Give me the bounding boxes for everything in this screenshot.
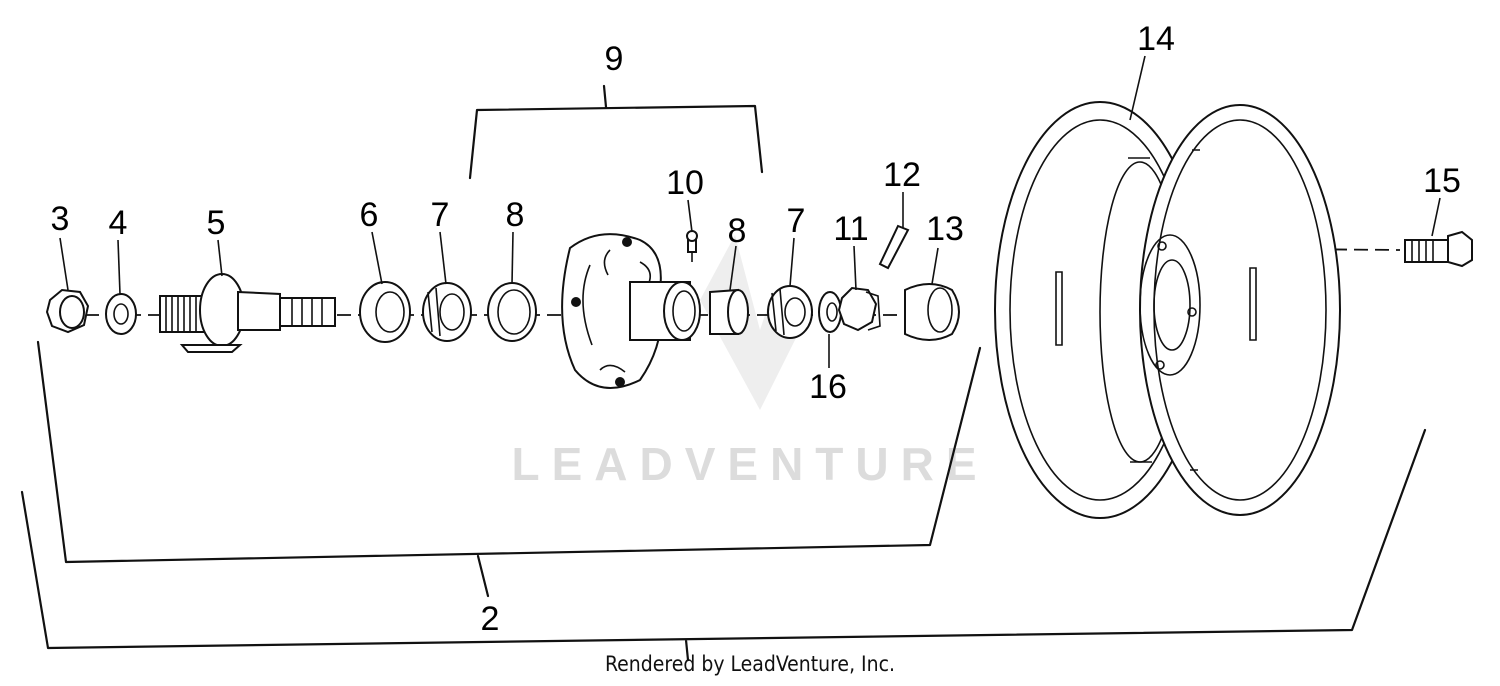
part-7-bearing-cone-left bbox=[422, 282, 472, 342]
part-11-castle-nut bbox=[837, 286, 881, 332]
callout-7-left: 7 bbox=[431, 196, 450, 234]
watermark-text: LEADVENTURE bbox=[511, 438, 988, 490]
leader-lines bbox=[59, 55, 1441, 368]
part-3-hex-nut bbox=[45, 288, 90, 334]
part-16-washer bbox=[818, 291, 842, 333]
part-6-seal bbox=[359, 281, 411, 343]
bracket-9 bbox=[468, 84, 764, 180]
callout-10: 10 bbox=[666, 164, 704, 202]
part-8-bearing-cup-left bbox=[487, 282, 537, 342]
part-4-lock-washer bbox=[105, 293, 137, 335]
part-8-bearing-cup-right bbox=[709, 288, 749, 335]
part-13-dust-cap bbox=[904, 283, 960, 341]
callout-8-left: 8 bbox=[506, 196, 525, 234]
watermark-logo bbox=[700, 235, 800, 410]
callout-3: 3 bbox=[51, 200, 70, 238]
part-9-hub bbox=[561, 233, 701, 389]
callout-5: 5 bbox=[207, 204, 226, 242]
callout-14: 14 bbox=[1137, 20, 1175, 58]
callout-6: 6 bbox=[360, 196, 379, 234]
callout-7-right: 7 bbox=[787, 202, 806, 240]
part-5-spindle bbox=[159, 273, 336, 353]
callout-4: 4 bbox=[109, 204, 128, 242]
callout-12: 12 bbox=[883, 156, 921, 194]
part-7-bearing-cone-right bbox=[767, 285, 813, 339]
bracket-2-inner bbox=[36, 340, 982, 598]
callout-15: 15 bbox=[1423, 162, 1461, 200]
callout-2: 2 bbox=[481, 600, 500, 638]
part-15-wheel-bolt bbox=[1404, 230, 1473, 268]
callout-11: 11 bbox=[833, 210, 868, 248]
callout-8-right: 8 bbox=[728, 212, 747, 250]
part-10-grease-fitting bbox=[686, 230, 698, 262]
part-14-wheel-rim bbox=[994, 101, 1341, 519]
callout-9: 9 bbox=[605, 40, 624, 78]
rendered-by-credit: Rendered by LeadVenture, Inc. bbox=[605, 652, 895, 676]
part-12-cotter-pin bbox=[878, 224, 910, 270]
callout-13: 13 bbox=[926, 210, 964, 248]
bracket-2-outer bbox=[20, 428, 1427, 662]
callout-16: 16 bbox=[809, 368, 847, 406]
